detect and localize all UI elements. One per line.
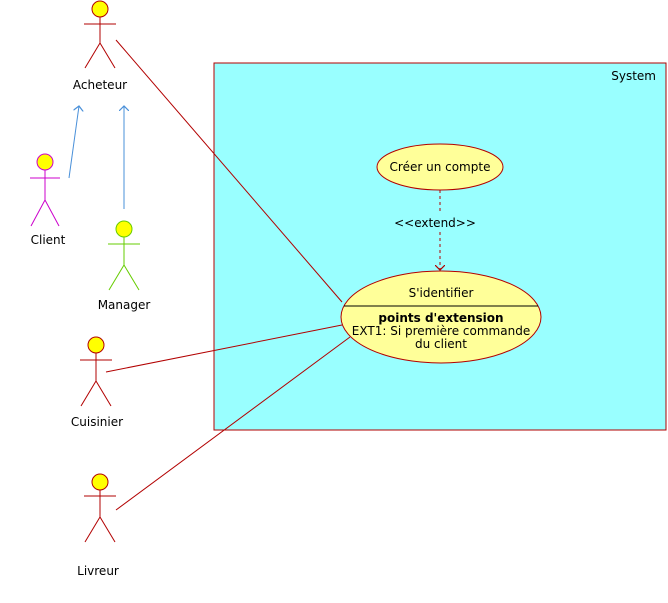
actor-acheteur[interactable]: [84, 0, 116, 69]
association-acheteur-identifier[interactable]: [115, 39, 343, 303]
actor-client-label: Client: [31, 233, 66, 247]
actor-acheteur-head: [91, 0, 109, 18]
actor-cuisinier-head: [87, 336, 105, 354]
extend-relation[interactable]: <<extend>>: [394, 190, 476, 270]
extension-point-line1: EXT1: Si première commande: [352, 324, 530, 338]
actor-livreur[interactable]: [84, 473, 116, 543]
system-label: System: [611, 69, 656, 83]
extend-label: <<extend>>: [394, 216, 476, 230]
usecase-creer-compte[interactable]: Créer un compte: [376, 143, 504, 191]
association-livreur-identifier[interactable]: [115, 336, 351, 511]
actor-client-head: [36, 153, 54, 171]
actor-cuisinier-label: Cuisinier: [71, 415, 123, 429]
usecase-creer-compte-label: Créer un compte: [390, 160, 491, 174]
generalization-client-acheteur[interactable]: [68, 106, 79, 179]
actor-manager-label: Manager: [98, 298, 151, 312]
association-cuisinier-identifier[interactable]: [105, 324, 343, 373]
actor-livreur-head: [91, 473, 109, 491]
extension-point-line2: du client: [415, 337, 467, 351]
actor-livreur-label: Livreur: [77, 564, 119, 578]
actor-client[interactable]: [30, 153, 60, 227]
actor-manager[interactable]: [108, 220, 140, 291]
usecase-identifier-label: S'identifier: [409, 286, 474, 300]
usecase-identifier[interactable]: S'identifier points d'extension EXT1: Si…: [340, 270, 542, 364]
actor-cuisinier[interactable]: [80, 336, 112, 407]
actor-acheteur-label: Acheteur: [73, 78, 127, 92]
actor-manager-head: [115, 220, 133, 238]
extension-points-title: points d'extension: [378, 311, 503, 325]
